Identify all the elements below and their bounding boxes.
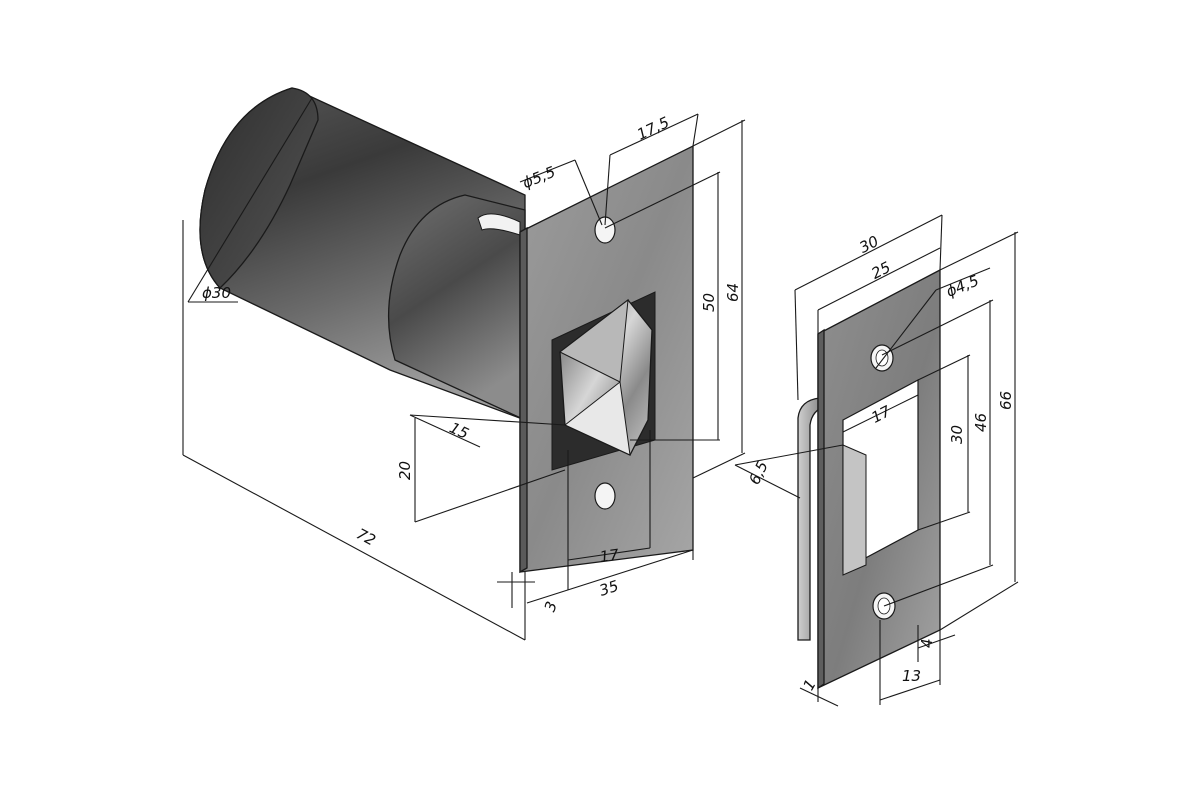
dim-strike-hole-spacing: 46 bbox=[972, 413, 990, 432]
strike-plate-edge bbox=[817, 328, 825, 690]
latch-collar bbox=[387, 194, 526, 422]
dim-latch-plate-depth: 35 bbox=[597, 577, 621, 600]
dim-latch-total-length: 72 bbox=[353, 525, 378, 550]
dim-strike-total-height: 66 bbox=[997, 391, 1015, 410]
dim-latch-bolt-height: 20 bbox=[396, 461, 414, 480]
dim-latch-bolt-width: 17 bbox=[599, 546, 621, 567]
dim-latch-plate-width: 17,5 bbox=[634, 113, 672, 143]
strike-dimension-lines bbox=[734, 214, 1019, 707]
strike-plate-assembly bbox=[797, 268, 941, 690]
dim-latch-plate-thickness: 3 bbox=[541, 599, 561, 614]
dim-latch-height-inner: 50 bbox=[700, 293, 718, 312]
latch-bottom-screw-hole bbox=[594, 482, 616, 510]
dim-strike-edge-offset: 13 bbox=[902, 667, 921, 685]
dim-latch-body-diameter: ϕ30 bbox=[202, 284, 231, 302]
dim-latch-height-outer: 64 bbox=[724, 283, 742, 302]
latch-dimension-labels: ϕ5,5 17,5 50 64 ϕ30 15 20 72 17 35 3 bbox=[202, 113, 742, 614]
dim-strike-hole-diameter: ϕ4,5 bbox=[943, 271, 981, 300]
strike-tongue bbox=[842, 444, 867, 576]
latch-bolt-facet-lower bbox=[564, 381, 631, 456]
dim-strike-thickness: 1 bbox=[799, 676, 819, 693]
latch-plate-edge bbox=[519, 226, 528, 574]
dim-strike-width-inner: 25 bbox=[868, 258, 893, 283]
dim-latch-hole-diameter: ϕ5,5 bbox=[520, 163, 558, 192]
dim-latch-bolt-offset: 15 bbox=[447, 419, 472, 443]
latch-cylinder-end bbox=[199, 87, 319, 289]
dim-strike-width-outer: 30 bbox=[856, 232, 881, 257]
latch-bolt-facet bbox=[559, 298, 629, 383]
dim-strike-hole-offset: 4 bbox=[918, 638, 936, 648]
dim-strike-cutout-height: 30 bbox=[948, 425, 966, 444]
latch-dimension-lines bbox=[182, 97, 746, 641]
latch-top-screw-hole bbox=[594, 216, 616, 244]
